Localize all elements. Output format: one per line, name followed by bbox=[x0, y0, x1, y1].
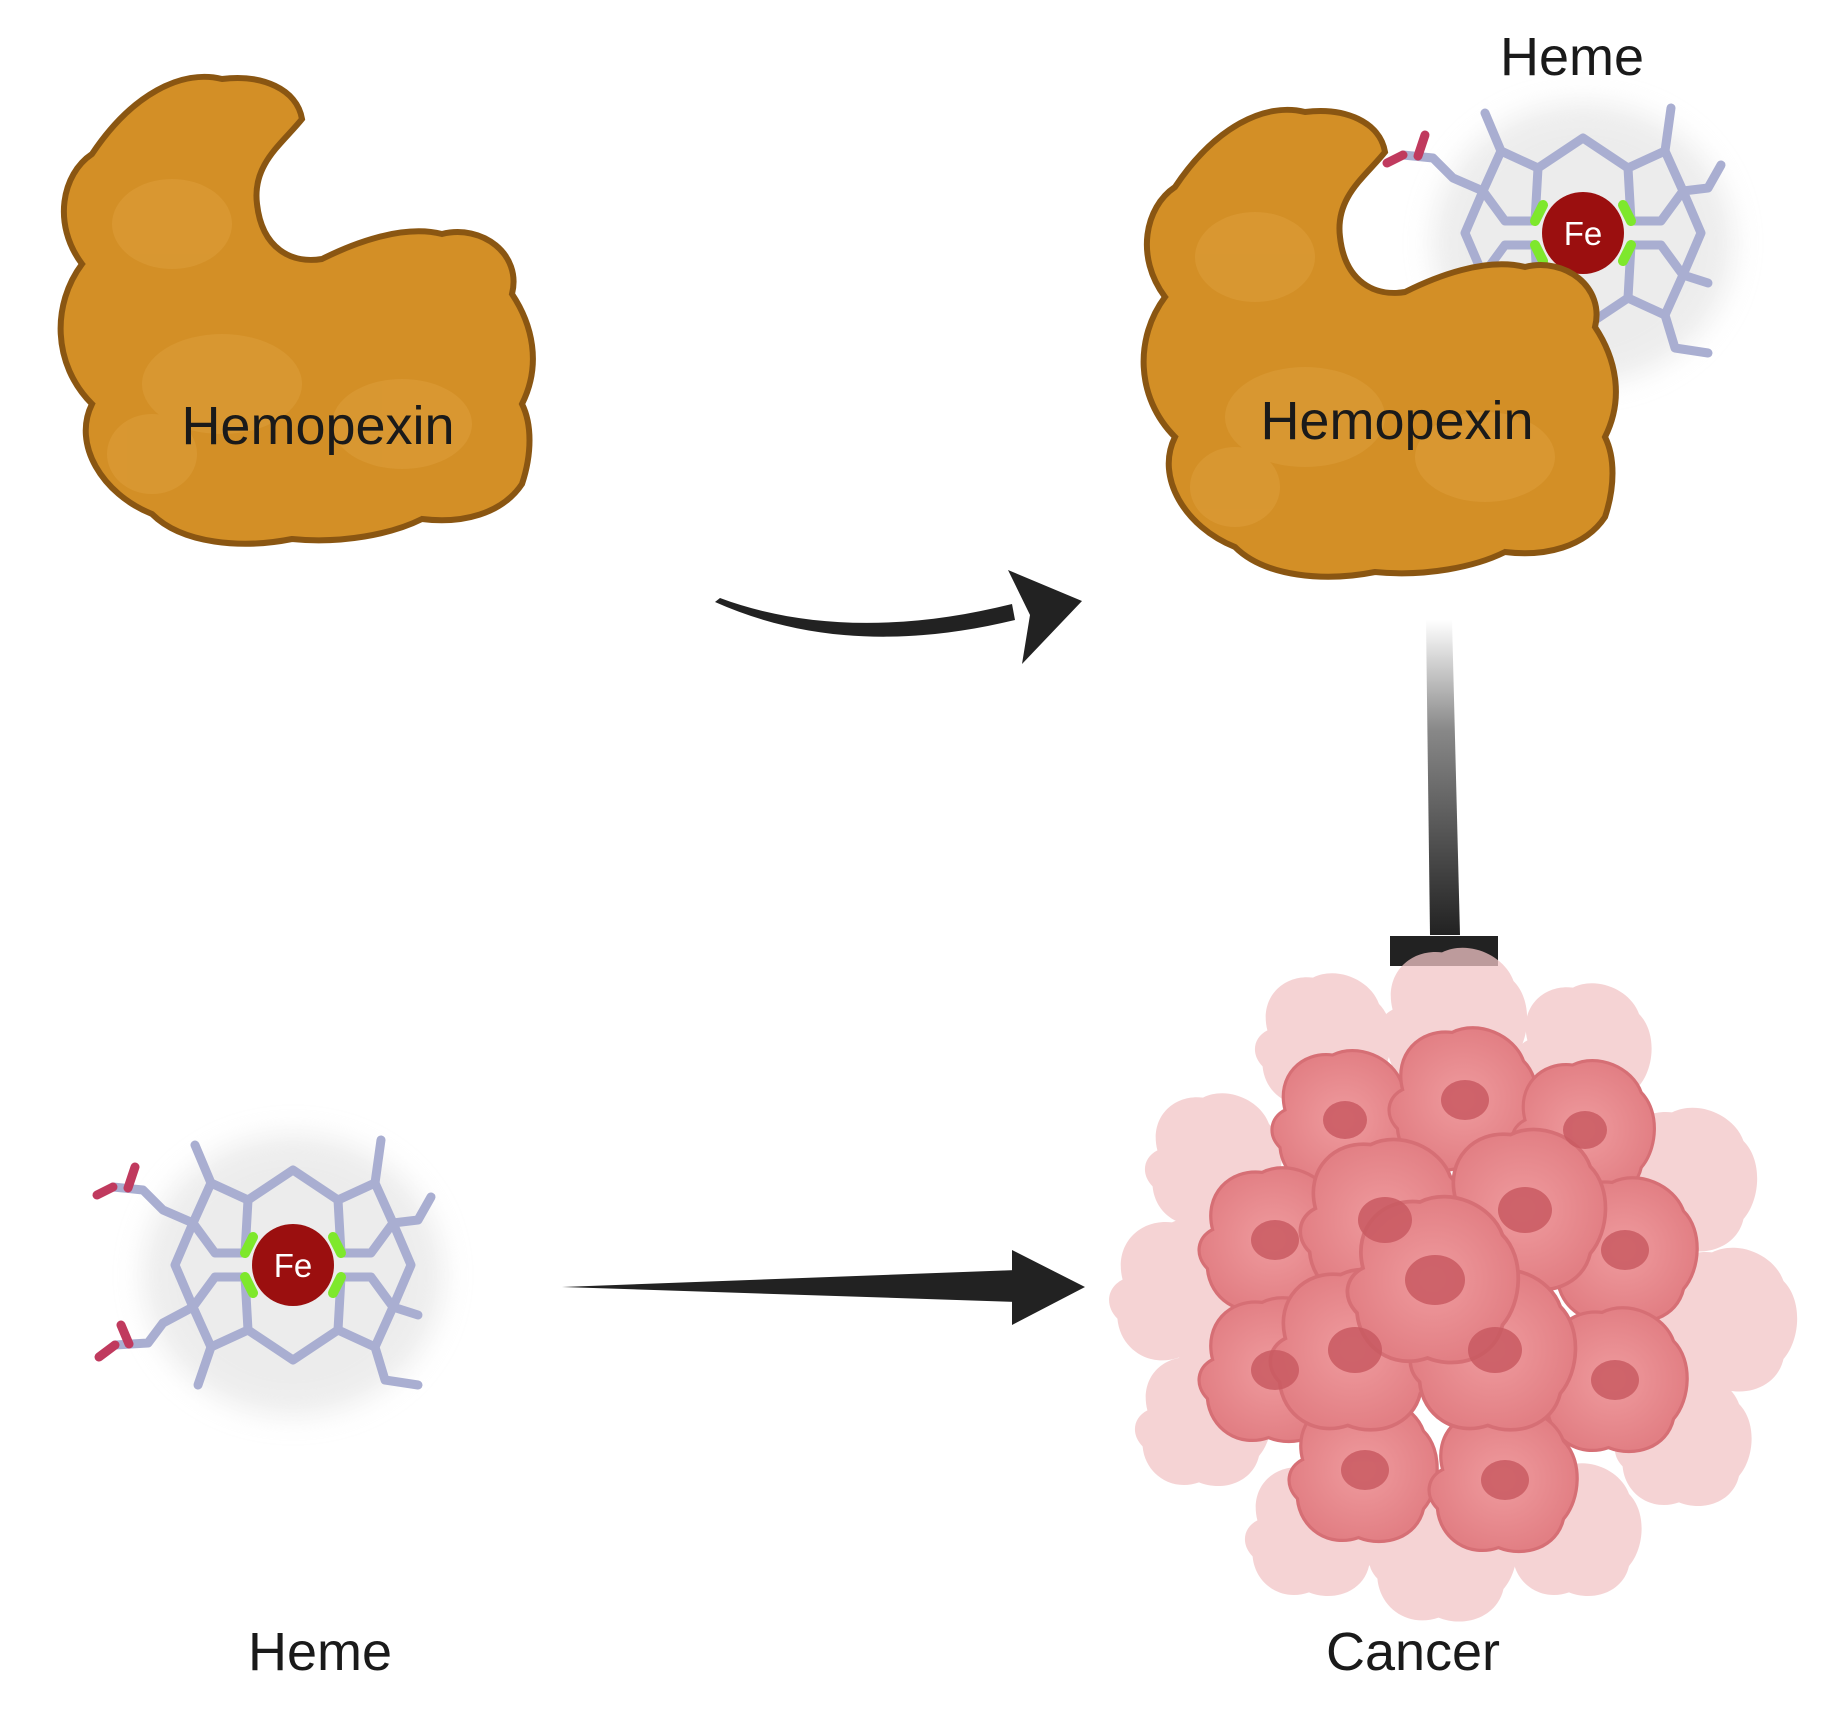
cancer-label: Cancer bbox=[1326, 1622, 1500, 1682]
heme-free-label: Heme bbox=[248, 1622, 392, 1682]
protein-texture bbox=[107, 179, 472, 494]
fe-label-free: Fe bbox=[274, 1247, 313, 1284]
inhibition-line bbox=[1390, 620, 1498, 966]
fe-label-bound: Fe bbox=[1564, 215, 1603, 252]
iron-atom-bound bbox=[1542, 192, 1624, 274]
promotion-arrow bbox=[562, 1250, 1085, 1325]
binding-arrow bbox=[715, 570, 1082, 664]
hemopexin-bound-label: Hemopexin bbox=[1260, 391, 1533, 451]
hemopexin-free: Hemopexin bbox=[61, 77, 533, 544]
heme-bound-label: Heme bbox=[1500, 27, 1644, 87]
cancer-cluster bbox=[1109, 947, 1798, 1622]
protein-texture-bound bbox=[1190, 212, 1555, 527]
hemopexin-bound: Hemopexin bbox=[1144, 110, 1616, 577]
iron-atom-free bbox=[252, 1224, 334, 1306]
hemopexin-free-label: Hemopexin bbox=[181, 396, 454, 456]
cancer-nuclei bbox=[1251, 1080, 1649, 1500]
heme-free-molecule: Fe bbox=[97, 1135, 443, 1415]
